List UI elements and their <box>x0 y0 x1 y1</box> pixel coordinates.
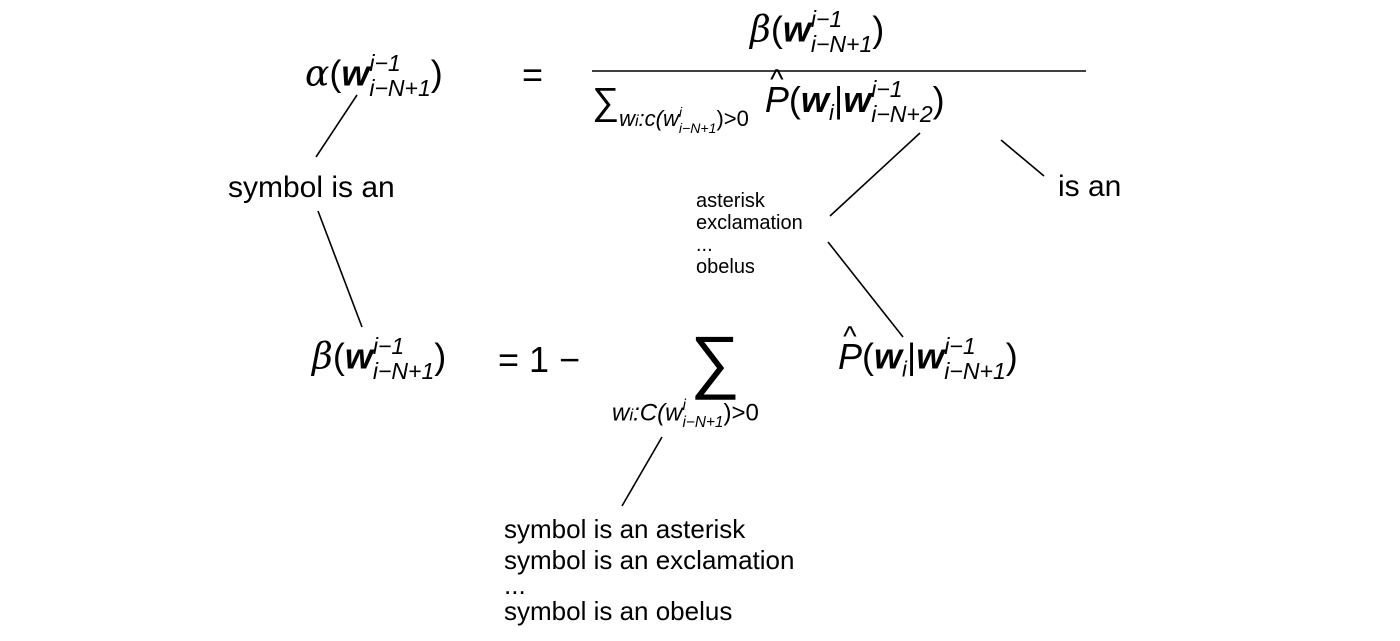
superscript: i−1 <box>871 76 903 102</box>
middle-list-item: ... <box>696 234 713 256</box>
given-bar: | <box>833 78 844 120</box>
bottom-list-item: ... <box>504 570 526 601</box>
sub-c: :C( <box>633 399 666 427</box>
close-paren: ) <box>932 78 945 120</box>
beta-symbol: β <box>750 9 771 51</box>
wi-subscript: i <box>902 356 907 382</box>
close-paren: ) <box>1005 335 1018 377</box>
subscript: i−N+1 <box>944 358 1006 385</box>
p-hat: P <box>838 323 862 375</box>
sub-w2: w <box>663 105 679 131</box>
line-label-to-beta <box>317 210 363 328</box>
middle-list-item: asterisk <box>696 190 765 212</box>
middle-list-item: exclamation <box>696 212 803 234</box>
superscript: i−1 <box>944 333 976 359</box>
sub-c: :c( <box>638 105 663 131</box>
sum-symbol: ∑ <box>592 81 620 124</box>
top-equals: = <box>522 54 544 95</box>
open-paren: ( <box>329 52 342 94</box>
superscript: i−1 <box>372 333 405 359</box>
subscript: i−N+1 <box>369 75 431 102</box>
line-history-to-isan <box>1000 139 1045 177</box>
label-is-an: is an <box>1058 170 1122 203</box>
open-paren: ( <box>788 78 801 120</box>
big-sum-symbol: ∑ <box>690 322 740 400</box>
bottom-list-item: symbol is an asterisk <box>504 514 746 544</box>
sub-sup: i <box>682 397 686 414</box>
sub-w2: w <box>665 399 683 427</box>
sub-w: w <box>619 105 635 131</box>
open-paren: ( <box>332 335 345 377</box>
sub-tail: )>0 <box>716 105 749 131</box>
open-paren: ( <box>770 8 783 50</box>
sub-sub: i−N+1 <box>678 119 717 136</box>
w-variable: w <box>341 52 370 94</box>
close-paren: ) <box>872 8 885 50</box>
label-symbol-is-an: symbol is an <box>228 171 395 204</box>
equals-one-minus: = 1 − <box>498 339 581 380</box>
subscript: i−N+1 <box>810 31 873 58</box>
subscript: i−N+2 <box>871 101 933 128</box>
alpha-symbol: α <box>305 53 330 95</box>
line-wi-to-list <box>829 132 921 217</box>
subscript: i−N+1 <box>372 358 435 385</box>
middle-list-item: obelus <box>696 256 755 278</box>
sub-sup: i <box>678 103 683 120</box>
wi-subscript: i <box>828 99 834 125</box>
close-paren: ) <box>434 335 447 377</box>
line-list-to-bottom-wi <box>827 241 904 338</box>
line-alpha-to-label <box>315 94 358 158</box>
open-paren: ( <box>862 335 875 377</box>
bottom-list-item: symbol is an obelus <box>504 596 733 627</box>
sub-tail: )>0 <box>723 399 759 427</box>
bottom-p-hat-term: P(wi|wi−1i−N+1) <box>838 323 1018 385</box>
w-variable: w <box>843 78 872 120</box>
denominator: ∑wi:c(wii−N+1)>0 P(wi|wi−1i−N+2) <box>592 66 945 135</box>
w-variable: w <box>782 8 811 50</box>
w-variable: w <box>916 335 945 377</box>
superscript: i−1 <box>810 6 843 32</box>
bottom-list-item: symbol is an exclamation <box>504 544 795 575</box>
line-sum-to-list <box>621 436 663 507</box>
w-variable: w <box>344 335 373 377</box>
bottom-list: symbol is an asterisk symbol is an excla… <box>504 514 794 627</box>
given-bar: | <box>906 335 917 377</box>
close-paren: ) <box>430 52 443 94</box>
beta-symbol: β <box>312 336 333 378</box>
middle-list: asterisk exclamation ... obelus <box>696 190 803 278</box>
wi-variable: w <box>874 335 903 377</box>
sub-sub: i−N+1 <box>682 414 724 432</box>
p-hat-term: P(wi|wi−1i−N+2) <box>765 66 945 126</box>
p-hat: P <box>765 66 789 118</box>
sub-i: i <box>629 405 634 425</box>
sub-w: w <box>612 399 630 427</box>
sub-i: i <box>634 112 639 130</box>
superscript: i−1 <box>369 50 401 76</box>
wi-variable: w <box>800 78 829 120</box>
